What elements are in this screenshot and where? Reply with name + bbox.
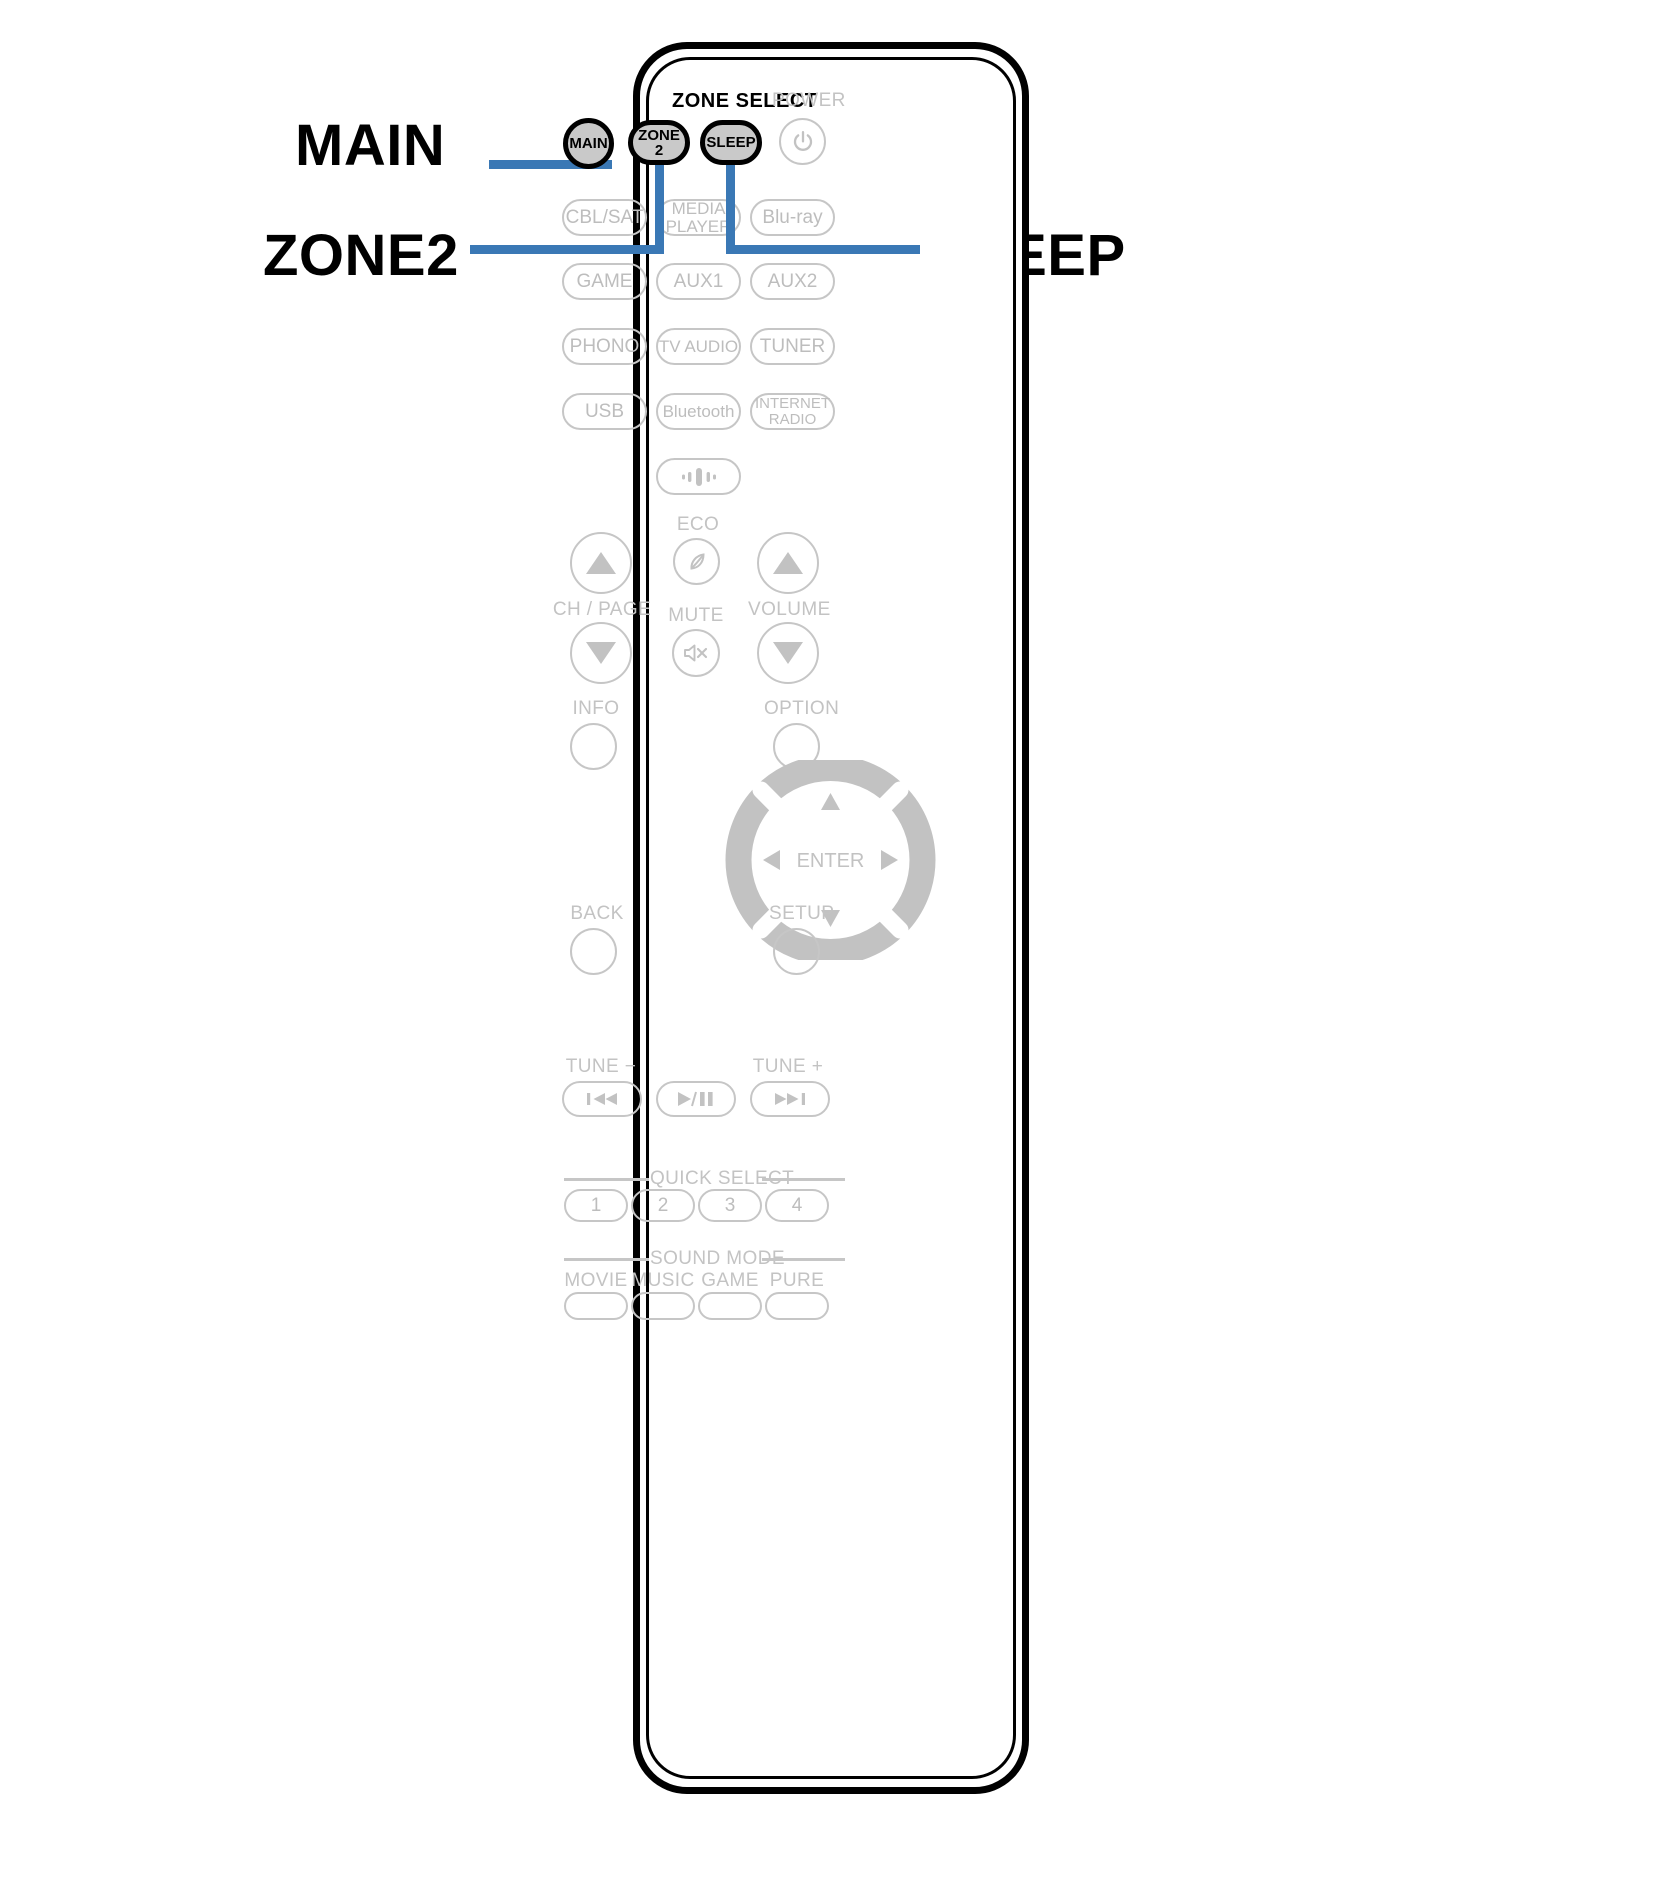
sound-mode-section-label: SOUND MODE: [650, 1248, 785, 1269]
source-button-tuner[interactable]: TUNER: [750, 328, 835, 365]
triangle-up-icon: [773, 552, 803, 574]
source-button-aux1[interactable]: AUX1: [656, 263, 741, 300]
eco-label: ECO: [676, 514, 720, 535]
sound-mode-button-pure[interactable]: [765, 1292, 829, 1320]
tune-plus-label: TUNE +: [752, 1056, 824, 1077]
quick-select-divider-right: [762, 1178, 845, 1181]
info-label: INFO: [572, 698, 620, 719]
ch-page-up-button[interactable]: [570, 532, 632, 594]
quick-select-button-4[interactable]: 4: [765, 1189, 829, 1222]
back-button[interactable]: [570, 928, 617, 975]
quick-select-button-1[interactable]: 1: [564, 1189, 628, 1222]
mute-button[interactable]: [672, 629, 720, 677]
sound-assist-button[interactable]: [656, 458, 741, 495]
source-button-bluetooth[interactable]: Bluetooth: [656, 393, 741, 430]
sound-mode-button-music[interactable]: [631, 1292, 695, 1320]
back-label: BACK: [570, 903, 624, 924]
source-button-usb[interactable]: USB: [562, 393, 647, 430]
volume-down-button[interactable]: [757, 622, 819, 684]
source-button-blu-ray[interactable]: Blu-ray: [750, 199, 835, 236]
leaf-icon: [689, 552, 705, 570]
leader-line-sleep-horizontal: [726, 245, 920, 254]
skip-previous-button[interactable]: [562, 1081, 642, 1117]
source-button-tv-audio[interactable]: TV AUDIO: [656, 328, 741, 365]
skip-next-icon: [775, 1093, 805, 1105]
source-button-media-player[interactable]: MEDIA PLAYER: [656, 199, 741, 236]
option-label: OPTION: [764, 698, 840, 719]
sound-mode-label-movie: MOVIE: [564, 1270, 628, 1291]
source-button-cbl-sat[interactable]: CBL/SAT: [562, 199, 647, 236]
zone-select-main-button[interactable]: MAIN: [563, 118, 614, 169]
source-button-internet-radio[interactable]: INTERNET RADIO: [750, 393, 835, 430]
leader-line-zone2-vertical: [655, 160, 664, 253]
leader-line-main: [489, 160, 612, 169]
power-section-label: POWER: [772, 90, 846, 111]
ch-page-down-button[interactable]: [570, 622, 632, 684]
source-button-aux2[interactable]: AUX2: [750, 263, 835, 300]
sleep-button[interactable]: SLEEP: [700, 120, 762, 165]
sound-mode-label-game: GAME: [701, 1270, 759, 1291]
quick-select-button-3[interactable]: 3: [698, 1189, 762, 1222]
play-pause-icon: [678, 1091, 713, 1107]
quick-select-divider-left: [564, 1178, 649, 1181]
enter-label: ENTER: [797, 850, 865, 872]
triangle-down-icon: [586, 642, 616, 664]
sound-mode-label-music: MUSIC: [631, 1270, 695, 1291]
zone-select-section-label: ZONE SELECT: [672, 90, 818, 112]
callout-label-main: MAIN: [295, 113, 446, 178]
volume-label: VOLUME: [748, 599, 831, 620]
cursor-left-icon: [763, 850, 780, 870]
ch-page-label: CH / PAGE: [552, 599, 652, 620]
quick-select-section-label: QUICK SELECT: [650, 1168, 795, 1189]
skip-next-button[interactable]: [750, 1081, 830, 1117]
skip-previous-icon: [587, 1093, 617, 1105]
audio-waveform-icon: [681, 467, 716, 486]
setup-button[interactable]: [773, 928, 820, 975]
leader-line-zone2-horizontal: [470, 245, 664, 254]
sound-mode-button-movie[interactable]: [564, 1292, 628, 1320]
quick-select-button-2[interactable]: 2: [631, 1189, 695, 1222]
tune-minus-label: TUNE −: [565, 1056, 637, 1077]
sound-mode-label-pure: PURE: [769, 1270, 825, 1291]
source-button-phono[interactable]: PHONO: [562, 328, 647, 365]
volume-up-button[interactable]: [757, 532, 819, 594]
navigation-dpad[interactable]: ENTER: [698, 760, 963, 960]
sound-mode-button-game[interactable]: [698, 1292, 762, 1320]
cursor-right-icon: [881, 850, 898, 870]
mute-speaker-icon: [684, 644, 708, 662]
play-pause-button[interactable]: [656, 1081, 736, 1117]
power-icon: [793, 130, 812, 151]
source-button-game[interactable]: GAME: [562, 263, 647, 300]
power-button[interactable]: [779, 118, 826, 165]
info-button[interactable]: [570, 723, 617, 770]
eco-button[interactable]: [673, 538, 720, 585]
mute-label: MUTE: [668, 605, 724, 626]
setup-label: SETUP: [769, 903, 835, 924]
triangle-up-icon: [586, 552, 616, 574]
triangle-down-icon: [773, 642, 803, 664]
sound-mode-divider-right: [762, 1258, 845, 1261]
leader-line-sleep-vertical: [726, 160, 735, 253]
zone-select-zone2-button[interactable]: ZONE 2: [628, 120, 690, 165]
callout-label-zone2: ZONE2: [263, 223, 459, 288]
cursor-down-icon: [821, 910, 840, 927]
sound-mode-divider-left: [564, 1258, 649, 1261]
cursor-up-icon: [821, 793, 840, 810]
